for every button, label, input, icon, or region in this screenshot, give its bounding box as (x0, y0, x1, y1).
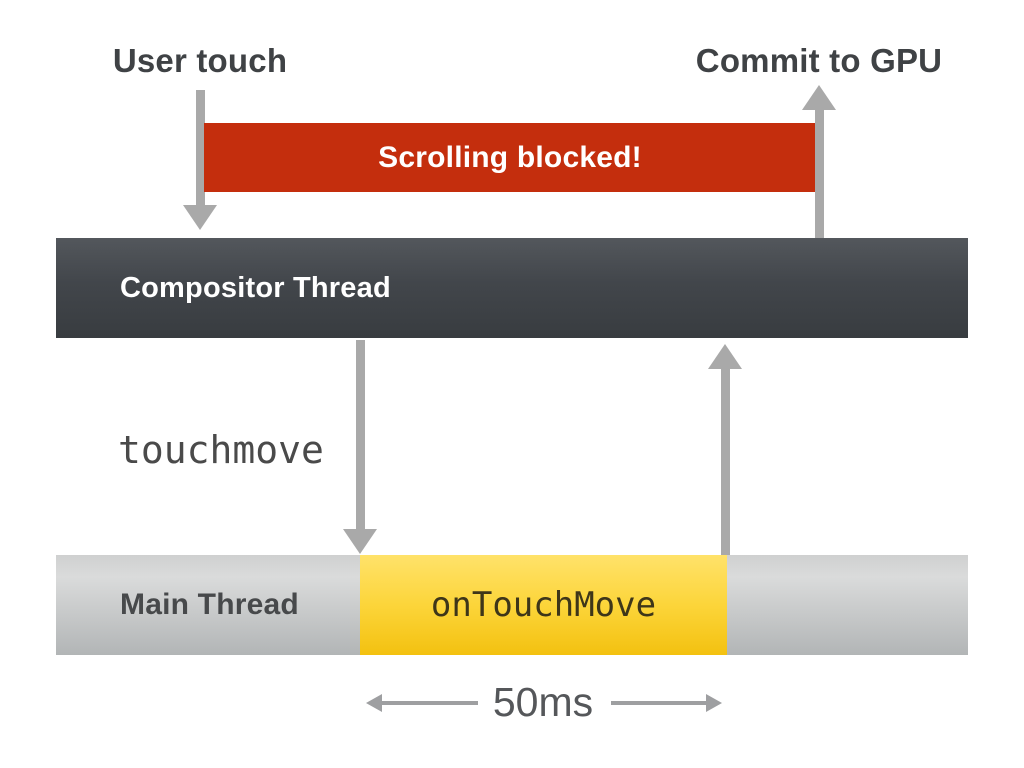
scrolling-blocked-label: Scrolling blocked! (378, 140, 642, 174)
compositor-thread-bar: Compositor Thread (56, 238, 968, 338)
arrow-shaft (380, 701, 478, 705)
arrow-head-down (343, 529, 377, 554)
arrow-head-up (802, 85, 836, 110)
commit-to-gpu-label: Commit to GPU (695, 42, 943, 79)
scrolling-blocked-banner: Scrolling blocked! (204, 123, 816, 192)
user-touch-label: User touch (112, 42, 288, 79)
arrow-shaft (356, 340, 365, 529)
main-thread-bar: Main Thread onTouchMove (56, 555, 968, 655)
arrow-shaft (815, 108, 824, 238)
arrow-shaft (721, 367, 730, 555)
arrow-shaft (611, 701, 708, 705)
ontouchmove-task-block: onTouchMove (360, 555, 727, 655)
main-thread-label: Main Thread (120, 588, 299, 621)
compositor-thread-label: Compositor Thread (120, 271, 391, 304)
arrow-head-up (708, 344, 742, 369)
arrow-head-left (366, 694, 382, 712)
arrow-shaft (196, 90, 205, 205)
touchmove-event-label: touchmove (118, 428, 324, 472)
ontouchmove-label: onTouchMove (430, 585, 657, 625)
arrow-head-right (706, 694, 722, 712)
arrow-head-down (183, 205, 217, 230)
duration-label: 50ms (492, 679, 594, 725)
